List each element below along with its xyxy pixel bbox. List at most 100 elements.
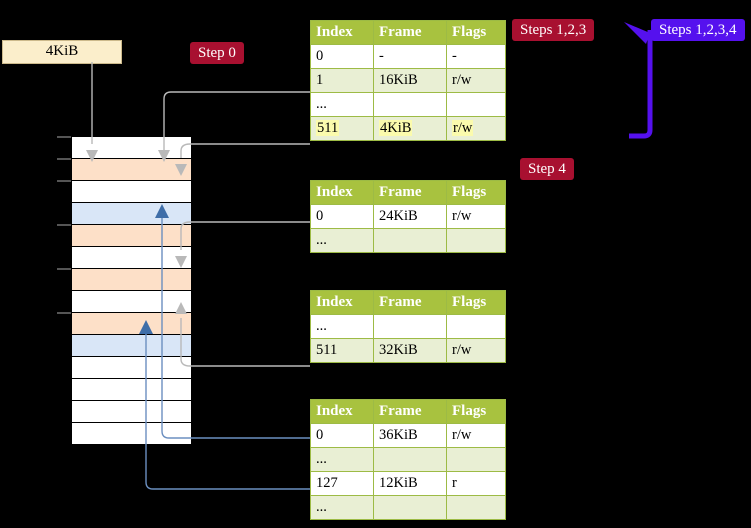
frame-tick-mark	[57, 136, 71, 138]
frame-tick-mark	[57, 312, 71, 314]
wire-purple-bracket	[629, 30, 653, 139]
frame-tick-mark	[57, 224, 71, 226]
column-header-index: Index	[310, 399, 374, 424]
column-header-flags: Flags	[446, 180, 506, 205]
table-row: 0--	[310, 44, 506, 69]
cell-flags: r/w	[446, 68, 506, 93]
cell-frame: 4KiB	[373, 116, 447, 141]
cell-frame: 12KiB	[373, 471, 447, 496]
memory-frame-row	[72, 357, 191, 379]
highlighted-value: 4KiB	[379, 120, 413, 136]
cell-index: 511	[310, 116, 374, 141]
cell-frame	[373, 314, 447, 339]
cell-index: 0	[310, 423, 374, 448]
column-header-frame: Frame	[373, 180, 447, 205]
cell-flags: r	[446, 471, 506, 496]
memory-frame-row	[72, 335, 191, 357]
arrowhead-purple	[624, 22, 650, 44]
frame-tick-mark	[57, 180, 71, 182]
cell-flags	[446, 314, 506, 339]
cell-frame: 16KiB	[373, 68, 447, 93]
wire-t2r0	[180, 221, 310, 250]
memory-block-label: 4KiB	[2, 40, 122, 64]
memory-frame-row	[57, 180, 191, 203]
cell-flags	[446, 495, 506, 520]
cell-flags: r/w	[446, 338, 506, 363]
table-row: ...	[310, 495, 506, 520]
physical-memory-column	[57, 136, 191, 445]
highlighted-value: 511	[316, 120, 340, 136]
memory-block-label-text: 4KiB	[45, 43, 79, 59]
cell-index: ...	[310, 92, 374, 117]
memory-frame-row	[72, 423, 191, 445]
memory-frame-row	[57, 312, 191, 335]
memory-frame-row	[72, 291, 191, 313]
cell-index: ...	[310, 447, 374, 472]
memory-frame-row	[57, 136, 191, 159]
cell-frame: 32KiB	[373, 338, 447, 363]
cell-flags: r/w	[446, 116, 506, 141]
cell-index: ...	[310, 314, 374, 339]
memory-frame-row	[57, 158, 191, 181]
cell-frame	[373, 92, 447, 117]
cell-index: 0	[310, 204, 374, 229]
memory-frame-row	[72, 247, 191, 269]
cell-frame: 24KiB	[373, 204, 447, 229]
steps-1234-badge: Steps 1,2,3,4	[651, 19, 745, 41]
table-row: ...	[310, 314, 506, 339]
cell-flags: -	[446, 44, 506, 69]
column-header-frame: Frame	[373, 290, 447, 315]
column-header-index: Index	[310, 20, 374, 45]
column-header-frame: Frame	[373, 399, 447, 424]
cell-flags: r/w	[446, 423, 506, 448]
cell-index: 0	[310, 44, 374, 69]
frame-tick-mark	[57, 158, 71, 160]
column-header-index: Index	[310, 290, 374, 315]
memory-frame-row	[72, 401, 191, 423]
column-header-frame: Frame	[373, 20, 447, 45]
cell-frame	[373, 228, 447, 253]
frame-tick-mark	[57, 268, 71, 270]
cell-index: 127	[310, 471, 374, 496]
memory-frame-row	[57, 224, 191, 247]
column-header-flags: Flags	[446, 290, 506, 315]
cell-flags: r/w	[446, 204, 506, 229]
cell-index: 511	[310, 338, 374, 363]
memory-frame-row	[72, 379, 191, 401]
table-row: ...	[310, 447, 506, 472]
cell-index: ...	[310, 495, 374, 520]
column-header-index: Index	[310, 180, 374, 205]
cell-frame	[373, 447, 447, 472]
table-row: 511 4KiB r/w	[310, 116, 506, 141]
table-row: ...	[310, 228, 506, 253]
step-4-badge: Step 4	[520, 158, 574, 180]
cell-flags	[446, 447, 506, 472]
cell-frame	[373, 495, 447, 520]
cell-index: 1	[310, 68, 374, 93]
cell-index: ...	[310, 228, 374, 253]
column-header-flags: Flags	[446, 399, 506, 424]
cell-frame: 36KiB	[373, 423, 447, 448]
cell-flags	[446, 92, 506, 117]
column-header-flags: Flags	[446, 20, 506, 45]
memory-frame-row	[57, 268, 191, 291]
step-0-badge: Step 0	[190, 42, 244, 64]
steps-123-badge: Steps 1,2,3	[512, 19, 595, 41]
cell-frame: -	[373, 44, 447, 69]
memory-frame-row	[72, 203, 191, 225]
wire-t3r511	[180, 318, 310, 367]
